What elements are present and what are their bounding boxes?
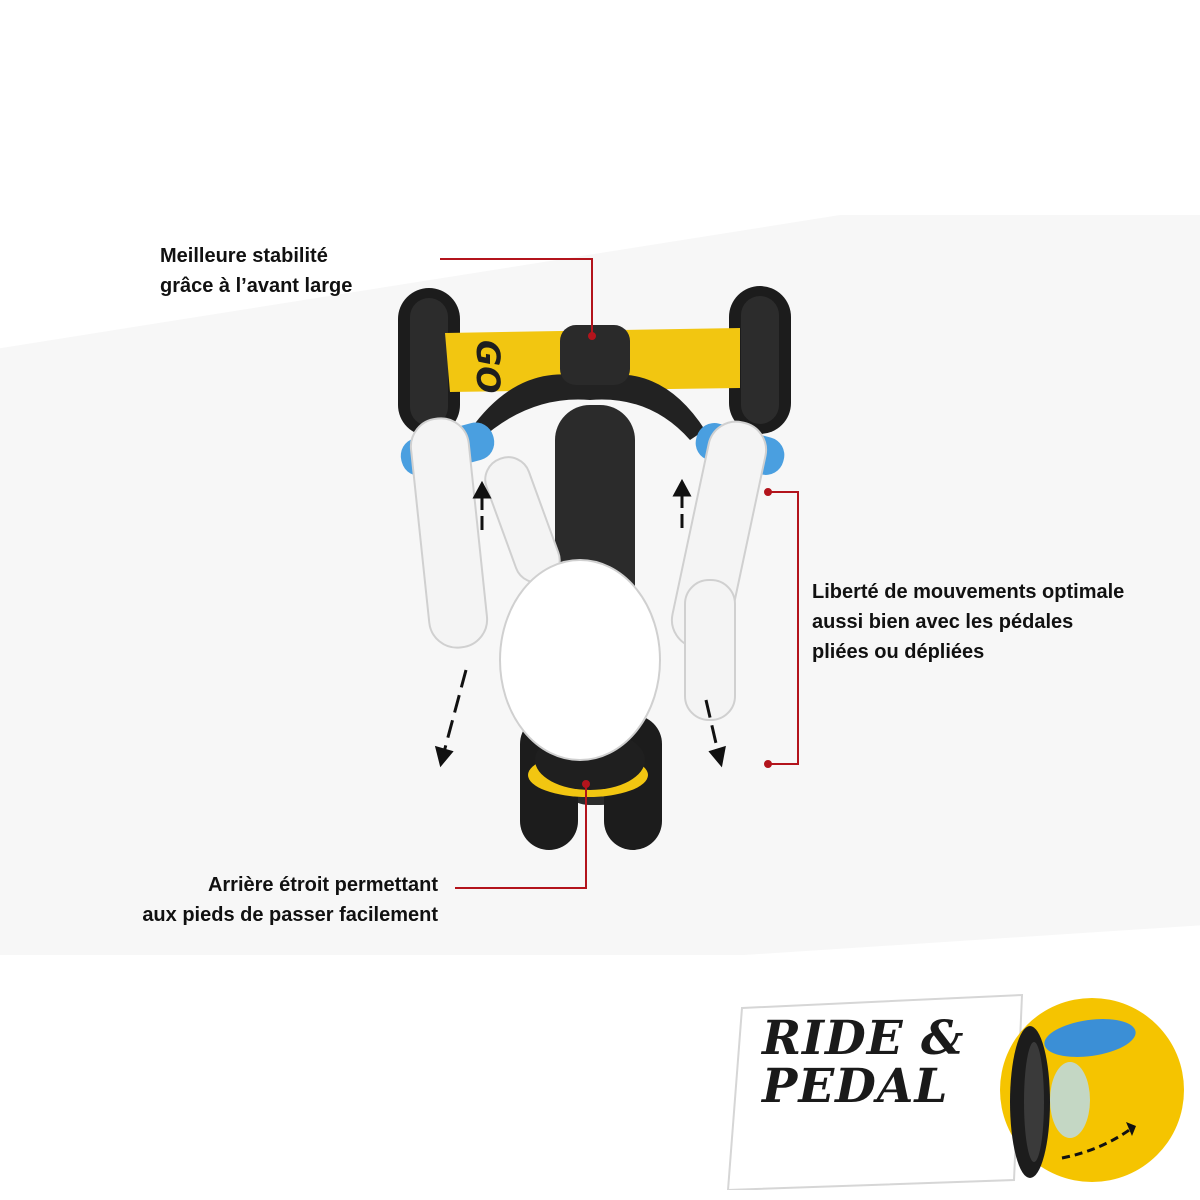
- logo-mark: GO: [469, 340, 507, 393]
- handlebar: [470, 374, 705, 440]
- callout-freedom-of-movement: Liberté de mouvements optimale aussi bie…: [812, 581, 1125, 663]
- steering-head: [560, 325, 630, 385]
- front-left-wheel: [398, 288, 460, 436]
- callout-narrow-rear: Arrière étroit permettant aux pieds de p…: [142, 874, 438, 926]
- arrow-down-icon: [434, 669, 726, 768]
- arrow-up-icon: [472, 478, 692, 530]
- callout-front-stability: Meilleure stabilité grâce à l’avant larg…: [160, 245, 353, 297]
- badge-label: RIDE & PEDAL: [762, 1011, 965, 1114]
- rider-figure: [409, 417, 768, 761]
- front-right-wheel: [729, 286, 791, 434]
- ride-pedal-badge: [726, 993, 1184, 1190]
- pedal-icon: [1010, 1019, 1136, 1178]
- callout-lines: [440, 258, 799, 889]
